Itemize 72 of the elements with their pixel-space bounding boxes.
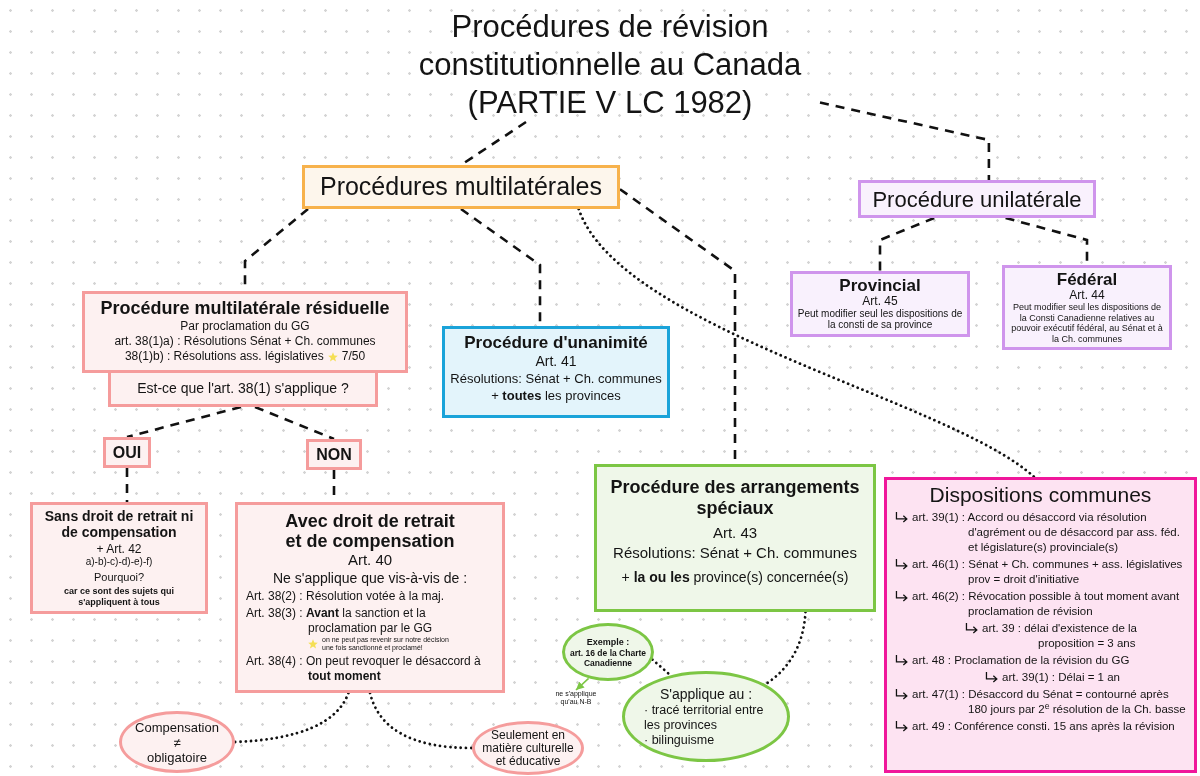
box-heading: Procédure d'unanimité xyxy=(464,332,648,353)
answer-text: OUI xyxy=(112,442,142,463)
box-heading: Avec droit de retrait et de compensation xyxy=(284,511,456,551)
body-text: Ne s'applique que vis-à-vis de : xyxy=(272,569,468,587)
box-heading: Procédure unilatérale xyxy=(872,185,1082,214)
body-text: Peut modifier seul les dispositions de la Consti Canadienne relatives au pouvoir exécutif fédéral, au Sénat et à la Ch. communes xyxy=(1010,302,1164,344)
list-item: art. 47(1) : Désaccord du Sénat = contourné après 180 jours par 2$^{e}$ résolution de la Ch. basse xyxy=(912,687,1186,717)
dotted-connector xyxy=(233,691,350,744)
article-ref: Art. 44 xyxy=(1069,289,1105,302)
category-box xyxy=(858,180,1096,218)
outcome-box xyxy=(30,502,208,614)
list-item: art. 39 : délai d'existence de la proposition = 3 ans xyxy=(982,621,1138,651)
article-row-text: Art. 38(4) : On peut revoquer le désaccord à tout moment xyxy=(246,654,482,684)
body-text: Résolutions: Sénat + Ch. communes xyxy=(613,543,857,563)
choice-box xyxy=(103,437,151,468)
list-item: art. 39(1) : Accord ou désaccord via résolution d'agrément ou de désaccord par ass. féd. et législature(s) provinciale(s) xyxy=(912,510,1181,555)
body-text: Peut modifier seul les dispositions de la consti de sa province xyxy=(797,308,963,330)
dotted-connector xyxy=(764,610,807,686)
body-text: 7/50 xyxy=(341,349,366,364)
list-item: · bilinguisme xyxy=(644,732,716,748)
outcome-box xyxy=(235,502,505,693)
article-ref: Art. 45 xyxy=(862,295,898,308)
article-ref: art. 38(1)a) : Résolutions Sénat + Ch. communes xyxy=(114,334,376,349)
article-ref: 38(1)b) : Résolutions ass. législatives xyxy=(124,349,324,364)
dashed-connector xyxy=(819,101,991,180)
body-text: Par proclamation du GG xyxy=(180,319,310,334)
article-ref: Art. 43 xyxy=(712,523,758,543)
body-text: + toutes les provinces xyxy=(491,387,621,404)
choice-box xyxy=(306,439,362,470)
article-ref: Art. 40 xyxy=(347,551,393,569)
article-row-text: Art. 38(3) : Avant la sanction et la proclamation par le GG xyxy=(246,606,434,636)
box-heading: Provincial xyxy=(839,276,921,295)
dashed-connector xyxy=(254,405,335,441)
box-heading: Fédéral xyxy=(1056,270,1118,289)
box-heading: Procédure multilatérale résiduelle xyxy=(100,297,390,319)
box-heading: Procédures multilatérales xyxy=(319,171,603,203)
list-item: art. 39(1) : Délai = 1 an xyxy=(1002,670,1121,685)
category-box xyxy=(302,165,620,209)
note-text: car ce sont des sujets qui s'appliquent à tous xyxy=(62,586,175,608)
dotted-connector xyxy=(577,207,1036,479)
body-text: Pourquoi? xyxy=(93,570,145,584)
list-item: art. 49 : Conférence consti. 15 ans après la révision xyxy=(912,719,1176,734)
note-text: Compensation ≠ obligatoire xyxy=(134,719,220,765)
body-text: art. 16 de la Charte Canadienne xyxy=(568,647,648,668)
procedure-box xyxy=(790,271,970,337)
procedure-box xyxy=(82,291,408,373)
dashed-connector xyxy=(125,468,129,502)
box-heading: Exemple : xyxy=(586,636,630,648)
diagram-title: Procédures de révision constitutionnelle au Canada (PARTIE V LC 1982) xyxy=(400,8,820,122)
box-heading: Procédure des arrangements spéciaux xyxy=(609,477,861,519)
article-row-text: Art. 38(2) : Résolution votée à la maj. xyxy=(246,589,446,604)
body-text: Résolutions: Sénat + Ch. communes xyxy=(450,370,662,387)
article-ref: + Art. 42 xyxy=(96,542,142,556)
procedure-box xyxy=(442,326,670,418)
dashed-connector xyxy=(126,405,242,439)
provisions-box xyxy=(884,477,1197,773)
article-ref: Art. 41 xyxy=(535,353,577,370)
dashed-connector xyxy=(878,216,935,271)
question-text: Est-ce que l'art. 38(1) s'applique ? xyxy=(137,379,349,398)
body-text: + la ou les province(s) concernée(s) xyxy=(621,568,849,587)
note-text: Seulement en matière culturelle et éducative xyxy=(481,728,575,768)
procedure-box xyxy=(594,464,876,612)
answer-text: NON xyxy=(316,444,352,465)
question-box xyxy=(108,370,378,407)
list-item: · tracé territorial entre les provinces xyxy=(644,702,765,733)
list-item: art. 48 : Proclamation de la révision du GG xyxy=(912,653,1131,668)
dotted-connector xyxy=(368,691,474,750)
box-heading: S'applique au : xyxy=(659,685,753,703)
procedure-box xyxy=(1002,265,1172,350)
body-text: a)-b)-c)-d)-e)-f) xyxy=(85,556,153,568)
box-heading: Sans droit de retrait ni de compensation xyxy=(43,508,195,540)
box-heading: Dispositions communes xyxy=(929,482,1152,508)
